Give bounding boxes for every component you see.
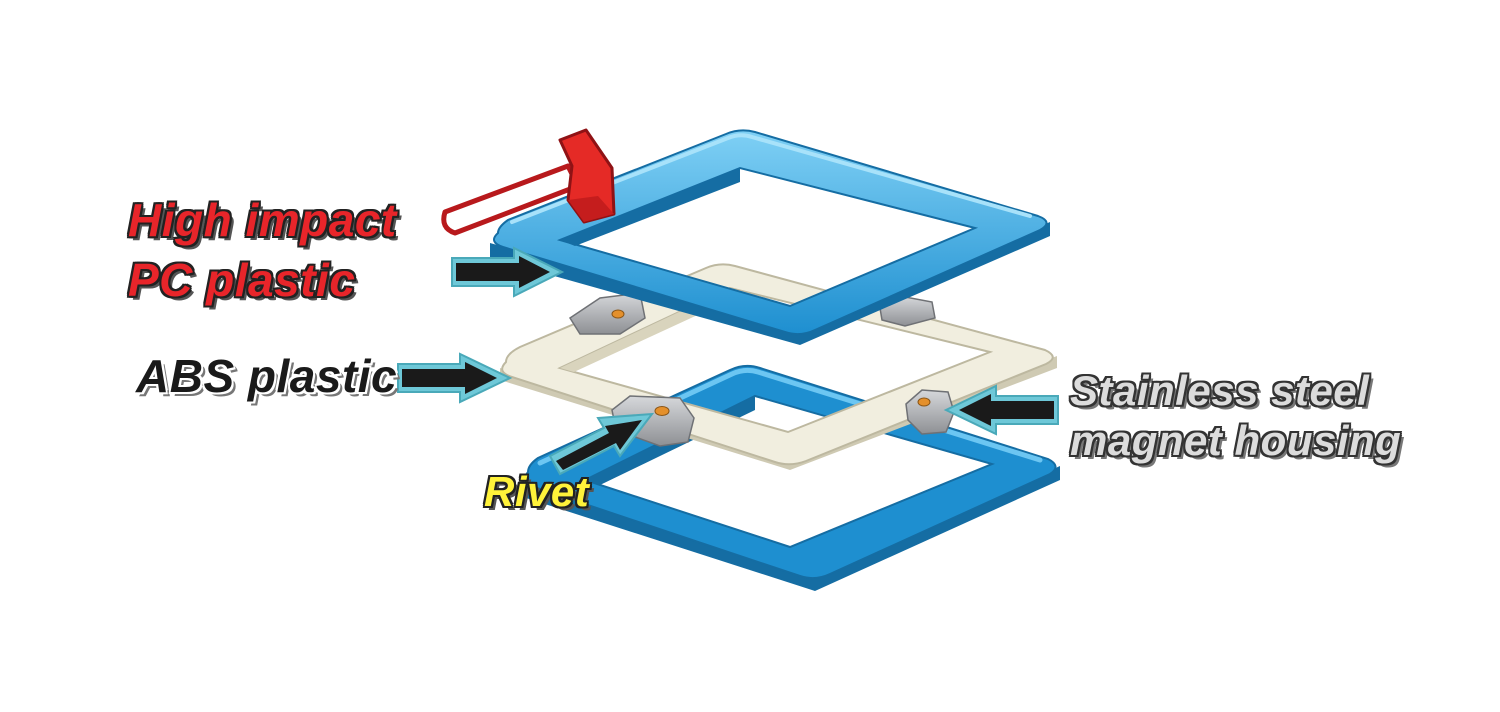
housing-back-left [568,292,646,335]
bottom-frame-highlight [537,367,1043,466]
hammer-icon [441,128,616,236]
bottom-frame-side [520,466,1060,591]
housing-front-right [905,389,955,435]
top-frame-inner-wall [560,168,740,246]
hammer-head-face [568,196,614,222]
abs-plastic-label: ABS plastic [136,350,398,402]
arrow-abs [397,352,513,404]
rivet-head [654,406,670,416]
arrow-rivet [548,412,655,476]
top-frame-highlight [510,133,1032,224]
top-frame-side [490,222,1050,345]
pc-label-line2: PC plastic [128,254,356,306]
rivet-head [917,397,931,407]
arrow-icon [397,246,1059,476]
steel-label-line2: magnet housing [1070,417,1402,464]
abs-frame-side [500,356,1057,470]
housing-body [568,292,646,335]
hammer-handle [441,163,581,236]
rivet-head [611,309,625,319]
magnet-housings [568,292,955,447]
pc-plastic-label: High impact PC plastic [128,190,397,310]
rivet-label: Rivet [484,468,590,515]
arrow-pc [451,246,565,298]
stainless-steel-label: Stainless steel magnet housing [1070,366,1401,466]
top-pc-frame [490,129,1050,345]
arrow-steel [943,384,1059,436]
pc-label-line1: High impact [128,194,397,246]
steel-label-line1: Stainless steel [1070,367,1370,414]
